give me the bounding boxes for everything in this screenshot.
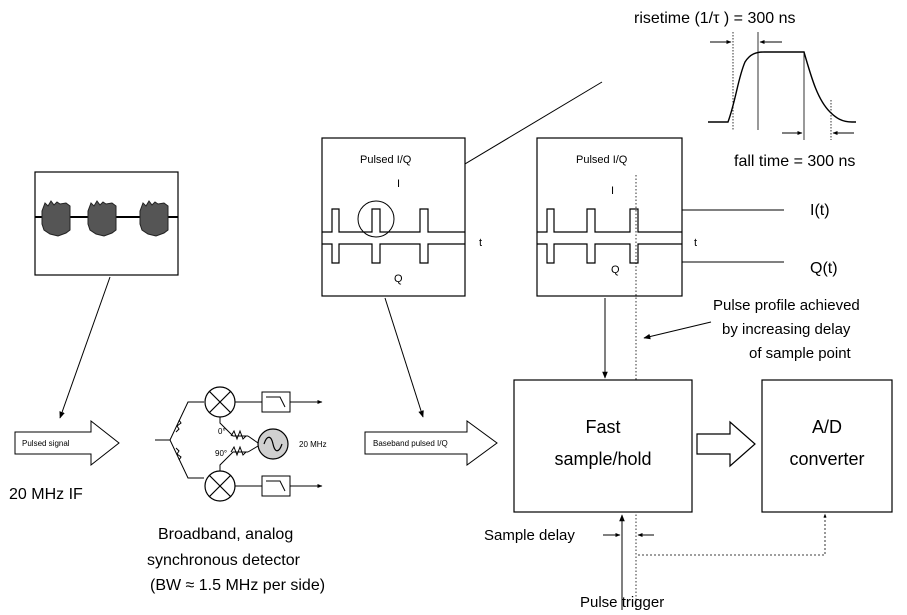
adc-block: A/D converter <box>761 379 893 513</box>
pulse-trigger-label: Pulse trigger <box>580 594 664 611</box>
sample-delay-label: Sample delay <box>484 527 575 544</box>
phase-90-label: 90° <box>215 449 227 458</box>
baseband-label: Baseband pulsed I/Q <box>373 439 448 448</box>
note-pointer-arrow <box>643 321 712 340</box>
note-line: by increasing delay <box>722 321 851 338</box>
pulsed-signal-label: Pulsed signal <box>22 439 70 448</box>
i-output-label: I(t) <box>810 202 830 219</box>
lo-frequency-label: 20 MHz <box>299 440 327 449</box>
resistor-symbol <box>230 429 247 441</box>
phase-0-label: 0° <box>218 427 226 436</box>
highlight-circle <box>357 200 395 238</box>
caption-line: (BW ≈ 1.5 MHz per side) <box>150 577 325 594</box>
fall-time-label: fall time = 300 ns <box>734 153 855 170</box>
lowpass-filter-icon <box>261 391 291 413</box>
sh-to-adc-arrow <box>696 420 756 468</box>
baseband-arrow: Baseband pulsed I/Q <box>364 420 498 466</box>
resistor-symbol <box>230 445 247 457</box>
block-label: converter <box>789 449 864 469</box>
pulsed-iq-box-1: Pulsed I/Q I Q <box>321 137 466 297</box>
pulsed-signal-box <box>34 171 179 276</box>
synchronous-detector: 0° 90° 20 MHz <box>155 386 327 502</box>
if-label: 20 MHz IF <box>9 486 83 503</box>
i-pulse-trace <box>322 208 465 233</box>
block-label: Fast <box>585 417 620 437</box>
resistor-symbol <box>175 447 182 461</box>
q-trace-label: Q <box>611 264 620 276</box>
t-axis-label: t <box>479 237 482 249</box>
pulse-waveform <box>708 51 856 123</box>
resistor-symbol <box>175 419 182 433</box>
rise-time-label: risetime (1/τ ) = 300 ns <box>634 10 796 27</box>
pulsed-iq-title: Pulsed I/Q <box>360 154 412 166</box>
sample-hold-block: Fast sample/hold <box>513 379 693 513</box>
i-pulse-trace <box>537 208 682 233</box>
q-output-label: Q(t) <box>810 260 838 277</box>
rf-burst <box>139 200 169 237</box>
adc-trigger-line <box>638 513 827 556</box>
pulsed-iq-box-2: Pulsed I/Q I Q <box>536 137 683 297</box>
q-pulse-trace <box>537 243 682 264</box>
q-pulse-trace <box>322 243 465 264</box>
signal-to-input-arrow <box>59 276 111 419</box>
rf-burst <box>41 200 71 237</box>
detector-caption: Broadband, analog synchronous detector (… <box>147 526 325 594</box>
lowpass-filter-icon <box>261 475 291 497</box>
i-trace-label: I <box>397 178 400 190</box>
pulse-profile-note: Pulse profile achieved by increasing del… <box>713 297 860 362</box>
note-line: of sample point <box>749 345 852 362</box>
note-line: Pulse profile achieved <box>713 297 860 314</box>
caption-line: synchronous detector <box>147 552 301 569</box>
pulse-profile-zoom: risetime (1/τ ) = 300 ns fall time = 300… <box>634 10 856 170</box>
i-trace-label: I <box>611 185 614 197</box>
pulsed-signal-arrow: Pulsed signal <box>14 419 120 467</box>
block-label: A/D <box>812 417 842 437</box>
rf-burst <box>87 200 117 237</box>
block-label: sample/hold <box>554 449 651 469</box>
q-trace-label: Q <box>394 273 403 285</box>
caption-line: Broadband, analog <box>158 526 293 543</box>
t-axis-label: t <box>694 237 697 249</box>
iq-to-baseband-arrow <box>384 297 424 418</box>
pulsed-iq-title: Pulsed I/Q <box>576 154 628 166</box>
